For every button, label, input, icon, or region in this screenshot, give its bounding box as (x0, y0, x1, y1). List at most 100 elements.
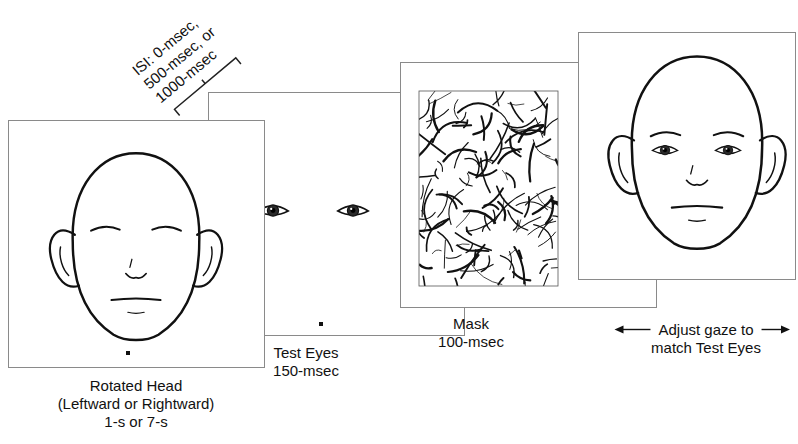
head-drawing (609, 56, 786, 248)
mask-stroke (466, 244, 472, 252)
mask-stroke (433, 122, 468, 142)
mask-stroke (477, 160, 490, 164)
mask-stroke (429, 93, 451, 104)
arrow-head (614, 326, 623, 334)
mask-stroke (419, 100, 429, 119)
mask-stroke (464, 120, 468, 128)
mask-stroke (498, 278, 503, 284)
frame-illustration (9, 121, 266, 369)
mask-stroke (510, 137, 520, 157)
fixation-dot (126, 351, 130, 355)
stimulus-frame: Adjust gaze to match Test Eyes (578, 32, 796, 280)
mask-stroke (540, 264, 547, 273)
mask-stroke (458, 103, 497, 112)
mask-stroke (446, 255, 461, 258)
mask-stroke (538, 274, 548, 287)
stimulus-frame: Rotated Head(Leftward or Rightward)1-s o… (8, 120, 265, 368)
mask-stroke (531, 98, 547, 111)
mask-stroke (508, 210, 528, 230)
direction-arrow (621, 329, 650, 330)
mask-stroke (501, 256, 515, 278)
mask-stroke (454, 143, 468, 168)
mask-stroke (453, 124, 472, 126)
mask-stroke (493, 91, 506, 105)
mask-stroke (464, 211, 495, 223)
mask-stroke (536, 139, 550, 147)
caption-group: Rotated Head(Leftward or Rightward)1-s o… (16, 377, 256, 431)
frame-caption: Rotated Head (16, 377, 256, 395)
mask-stroke (444, 240, 445, 268)
mask-stroke (423, 276, 425, 286)
mask-stroke (497, 186, 523, 213)
eye-drawing (258, 205, 288, 216)
mask-stroke (424, 190, 432, 229)
mask-stroke (439, 194, 457, 208)
mask-stroke (420, 265, 432, 269)
caption-group: Mask100-msec (401, 315, 541, 351)
mask-stroke (546, 196, 553, 224)
mask-stroke (433, 101, 439, 132)
mask-stroke (426, 219, 449, 251)
eye-drawing (338, 205, 368, 216)
mask-stroke (539, 232, 556, 246)
mask-stroke (514, 247, 524, 283)
caption-group: Adjust gaze to match Test Eyes (644, 321, 769, 357)
mask-stroke (525, 197, 530, 217)
mask-stroke (551, 254, 558, 268)
mask-stroke (432, 250, 441, 254)
mask-stroke (498, 202, 505, 220)
mask-stroke (509, 250, 515, 255)
eye-drawing (652, 145, 677, 154)
mask-stroke (543, 259, 556, 261)
mask-stroke (498, 149, 521, 163)
direction-arrow (762, 329, 783, 330)
mask-stroke (437, 194, 463, 204)
mask-stroke (506, 173, 515, 187)
mask-stroke (456, 210, 471, 227)
mask-stroke (470, 263, 502, 285)
mask-stroke (438, 232, 453, 251)
mask-stroke (426, 109, 448, 121)
frame-caption: 100-msec (401, 333, 541, 351)
mask-stroke (444, 149, 477, 161)
mask-stroke (465, 158, 480, 166)
mask-stroke (419, 133, 445, 154)
mask-stroke (495, 193, 525, 221)
mask-stroke (529, 144, 534, 182)
mask-stroke (420, 176, 435, 178)
eye-drawing (715, 145, 740, 154)
mask-stroke (481, 116, 484, 140)
fixation-dot (319, 322, 323, 326)
frame-illustration (579, 33, 797, 281)
mask-stroke (496, 91, 499, 106)
mask-stroke (533, 140, 550, 157)
mask-stroke (455, 233, 491, 250)
mask-stroke (484, 205, 498, 210)
mask-stroke (438, 161, 443, 171)
noise-mask (419, 91, 558, 286)
mask-stroke (435, 169, 438, 178)
mask-stroke (506, 130, 545, 142)
mask-stroke (503, 170, 508, 179)
mask-stroke (448, 255, 479, 272)
mask-stroke (460, 178, 473, 186)
mask-stroke (481, 158, 490, 192)
mask-stroke (449, 190, 464, 225)
mask-stroke (475, 154, 479, 177)
mask-stroke (481, 256, 489, 272)
frame-caption: (Leftward or Rightward) (16, 395, 256, 413)
mask-stroke (553, 216, 558, 228)
mask-stroke (535, 118, 542, 138)
frame-caption: Mask (401, 315, 541, 333)
mask-stroke (537, 193, 552, 208)
mask-stroke (526, 91, 545, 108)
frame-caption: Adjust gaze to match Test Eyes (644, 321, 769, 357)
mask-stroke (514, 221, 518, 231)
mask-stroke (455, 278, 458, 286)
head-drawing (50, 153, 222, 340)
mask-stroke (539, 219, 553, 237)
mask-border (419, 91, 558, 286)
mask-stroke (454, 100, 458, 119)
mask-stroke (511, 103, 523, 122)
